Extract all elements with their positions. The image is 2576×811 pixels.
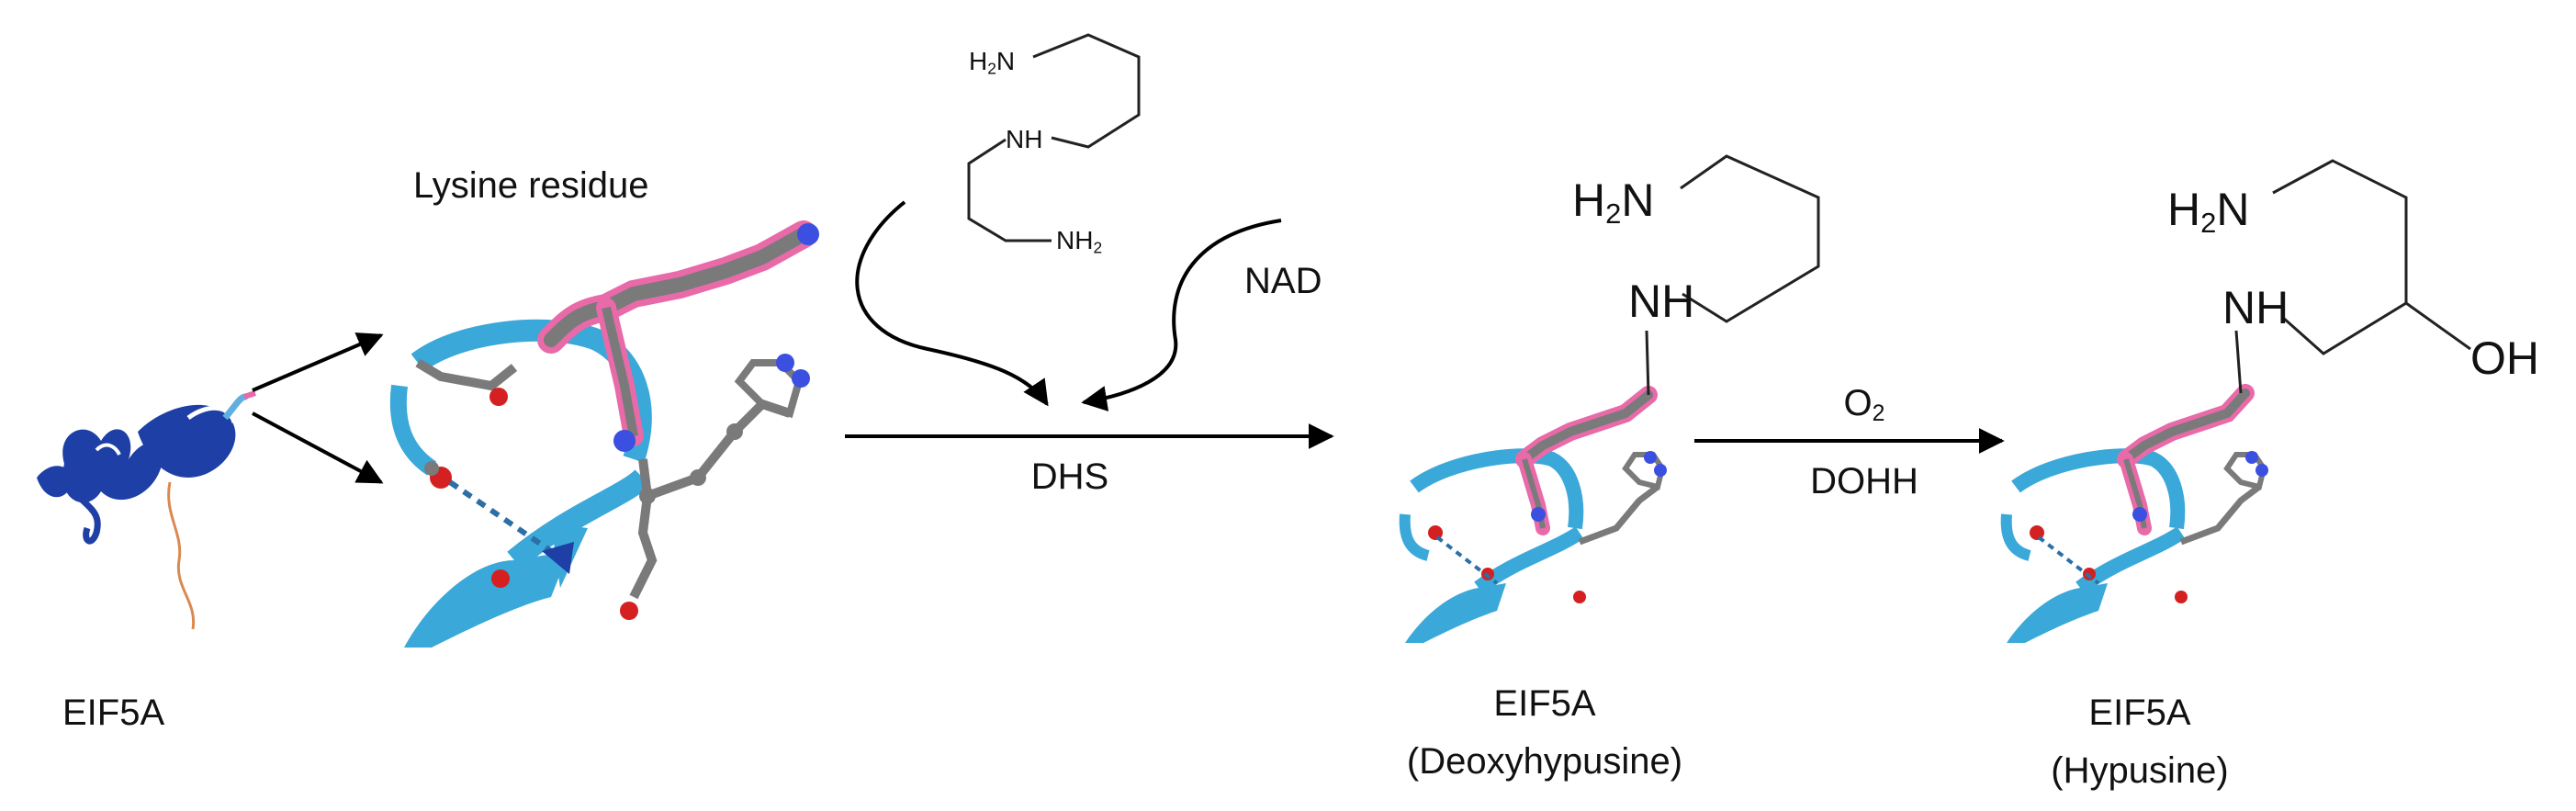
o2-base: O [1843, 383, 1873, 423]
lysine-residue-label: Lysine residue [413, 165, 649, 206]
deoxyhypusine-name-label: EIF5A [1493, 683, 1596, 724]
hypusine-nh-label: NH [2222, 282, 2289, 333]
o2-label: O2 [1844, 381, 1885, 428]
spermidine-nh-label: NH [1006, 125, 1043, 153]
deoxyhypusine-form-label: (Deoxyhypusine) [1406, 741, 1683, 782]
hypusine-oh-label: OH [2470, 332, 2539, 384]
eif5a-label: EIF5A [62, 693, 165, 733]
spermidine-h2n-label: H2N [969, 47, 1016, 78]
spermidine-nh2-label: NH2 [1056, 226, 1103, 257]
deoxyhypusine-structure [1399, 154, 1820, 643]
zoom-arrow-lower [252, 411, 384, 484]
hypusine-name-label: EIF5A [2088, 693, 2191, 733]
curved-arrow-nad [1081, 219, 1282, 411]
zoom-arrow-upper [252, 332, 384, 392]
hypusine-form-label: (Hypusine) [2051, 750, 2229, 791]
eif5a-protein-cartoon [37, 390, 256, 630]
dohh-label: DOHH [1810, 461, 1918, 501]
hypusine-h2n-label: H2N [2167, 184, 2250, 239]
curved-arrow-spermidine [855, 200, 1049, 407]
spermidine-structure [967, 33, 1141, 242]
deoxyhypusine-nh-label: NH [1628, 276, 1695, 327]
o2-subscript: 2 [1872, 401, 1885, 427]
lysine-structure-zoom [389, 220, 819, 648]
deoxyhypusine-h2n-label: H2N [1572, 175, 1655, 230]
hypusine-structure [2000, 159, 2471, 643]
nad-label: NAD [1244, 261, 1322, 301]
dhs-label: DHS [1030, 456, 1109, 497]
